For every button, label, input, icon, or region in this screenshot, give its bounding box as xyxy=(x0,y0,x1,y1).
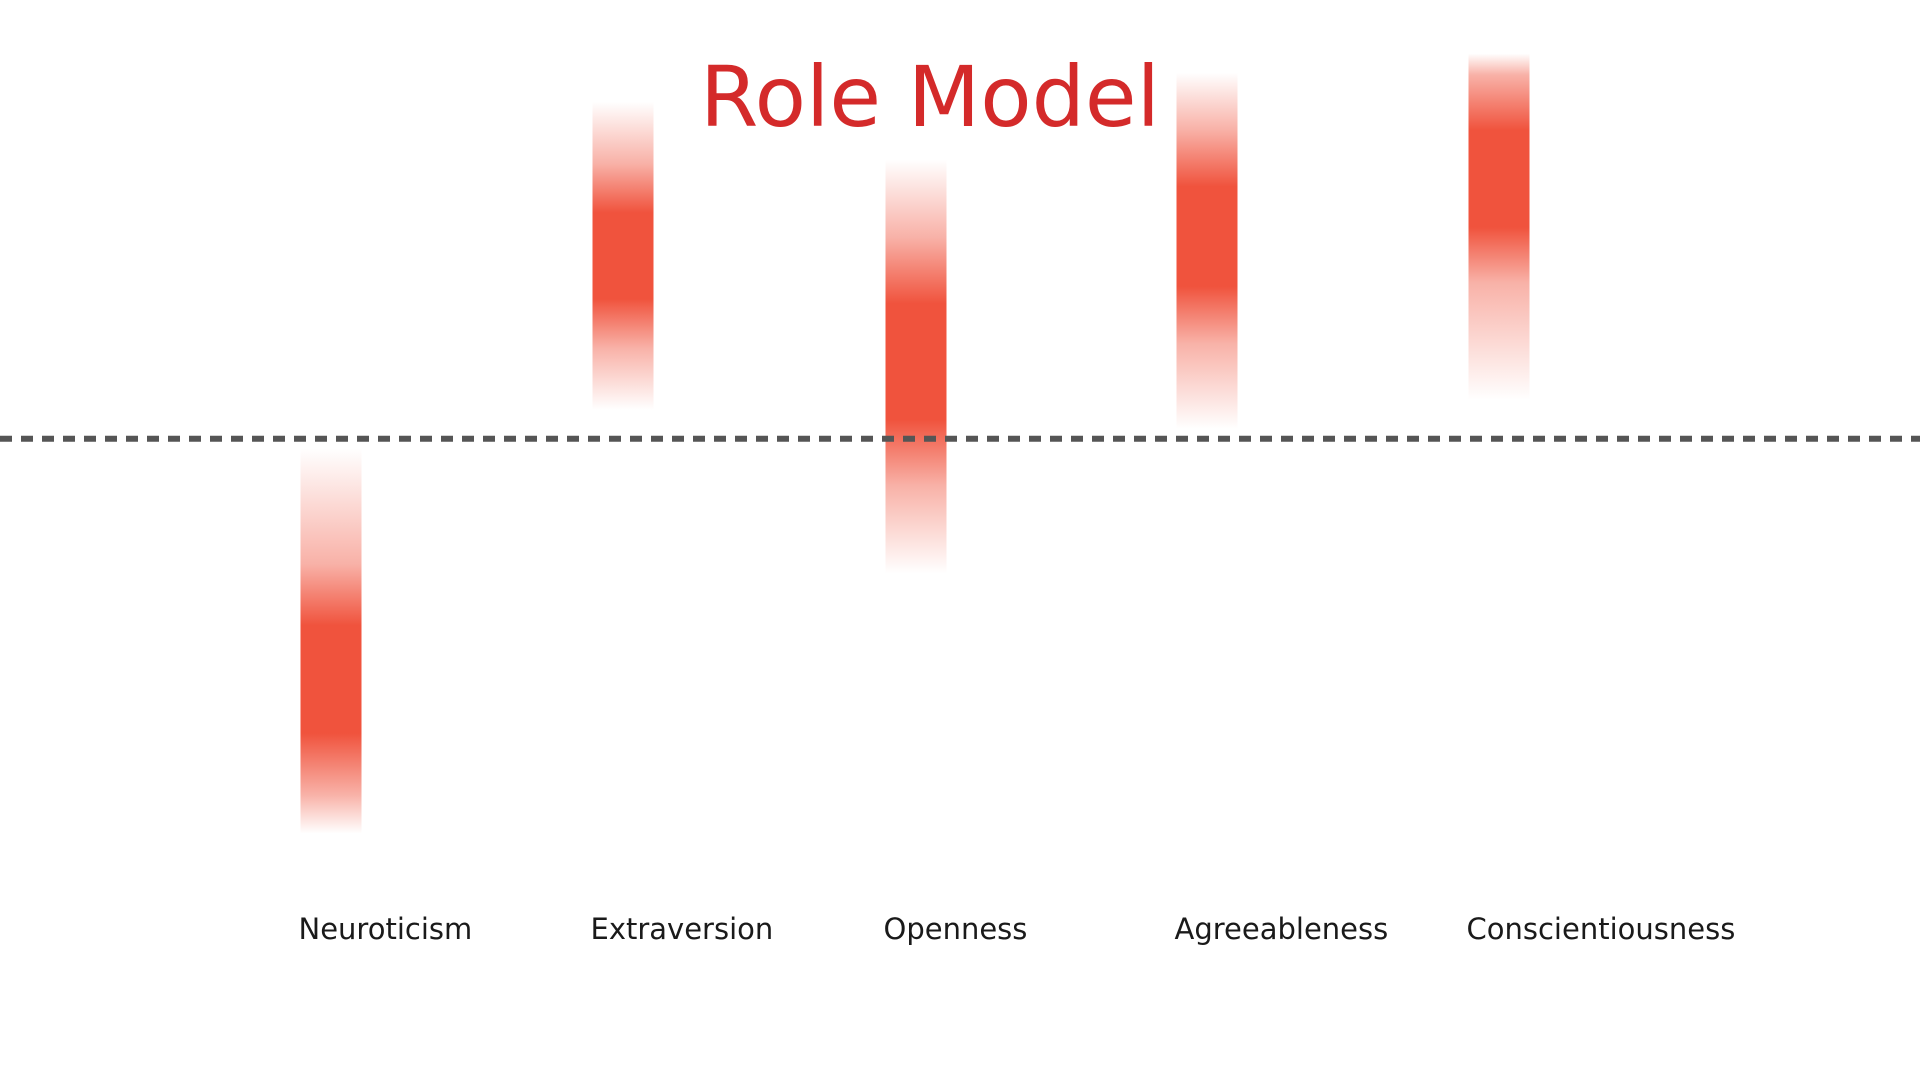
bar-neuroticism xyxy=(300,448,362,834)
bar-extraversion xyxy=(592,101,654,410)
category-label-extraversion: Extraversion xyxy=(591,912,774,946)
chart-title: Role Model xyxy=(700,48,1160,146)
bar-group xyxy=(300,53,1530,834)
category-label-group: Neuroticism Extraversion Openness Agreeable… xyxy=(299,912,1736,946)
category-label-agreeableness: Agreeableness xyxy=(1175,912,1389,946)
category-label-neuroticism: Neuroticism xyxy=(299,912,473,946)
bar-conscientiousness xyxy=(1468,53,1530,401)
bar-agreeableness xyxy=(1176,72,1238,430)
bar-openness xyxy=(885,159,947,574)
category-label-openness: Openness xyxy=(884,912,1028,946)
category-label-conscientiousness: Conscientiousness xyxy=(1467,912,1736,946)
